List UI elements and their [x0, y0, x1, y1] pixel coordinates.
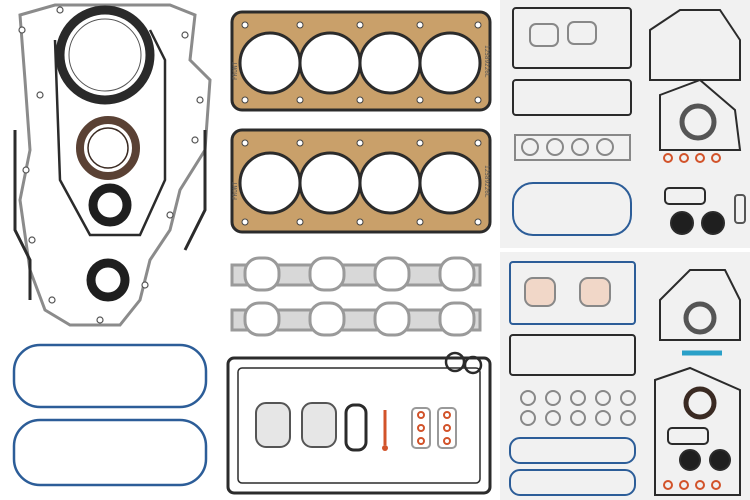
head-gasket-bottom-part-stamp: 12589226L	[483, 165, 490, 198]
lower-panel-parts	[509, 261, 741, 496]
intake-gasket-top	[230, 256, 482, 292]
cover-bolt-holes	[18, 6, 204, 324]
front-cover-inner	[53, 29, 167, 237]
cam-seal	[88, 183, 132, 227]
upper-panel-parts	[512, 7, 746, 236]
head-gasket-top-part-stamp: 12589226L	[483, 45, 490, 78]
o-rings-center	[417, 411, 451, 445]
head-gasket-bottom	[230, 128, 492, 234]
head-gasket-top-front-stamp: FRONT	[232, 62, 239, 80]
timing-seal	[86, 258, 130, 302]
intake-gasket-bottom	[230, 301, 482, 337]
lower-panel-o-rings	[663, 480, 721, 490]
timing-cover-gasket	[13, 3, 212, 327]
head-gasket-bottom-front-stamp: FRONT	[232, 182, 239, 200]
valve-cover-gaskets	[12, 343, 208, 487]
head-gasket-top	[230, 10, 492, 112]
rear-main-seal	[55, 5, 155, 105]
front-crank-seal	[76, 116, 140, 180]
oil-pan-gasket	[226, 351, 492, 495]
upper-right-panel	[500, 0, 750, 248]
oil-pan-small-parts	[255, 402, 457, 452]
upper-panel-o-rings	[663, 153, 721, 163]
